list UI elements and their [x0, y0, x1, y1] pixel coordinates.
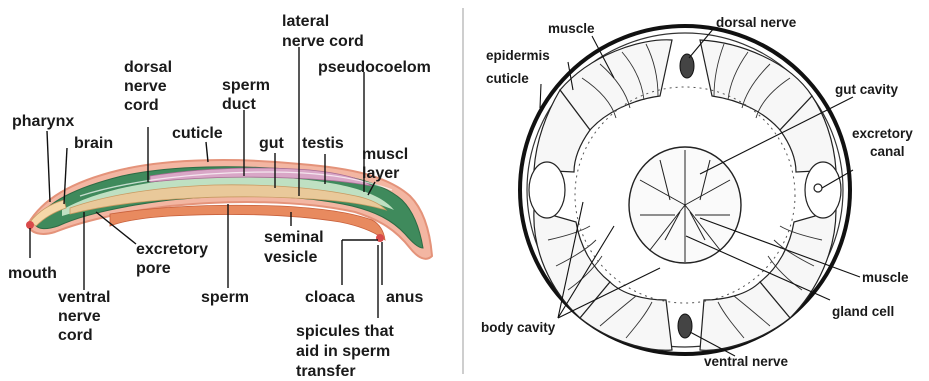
label-seminal-vesicle-line2: vesicle: [264, 249, 317, 266]
label-epidermis: epidermis: [486, 48, 550, 63]
cross-excretory-canal-left: [529, 162, 565, 218]
label-gut: gut: [259, 135, 285, 152]
label-excretory-canal-line2: canal: [870, 144, 905, 159]
label-sperm-duct-line2: duct: [222, 96, 256, 113]
label-ventral-nerve-cord-line2: nerve: [58, 308, 101, 325]
cross-section-panel: muscle dorsal nerve epidermis cuticle gu…: [481, 15, 913, 369]
label-dorsal-nerve: dorsal nerve: [716, 15, 797, 30]
label-excretory-pore-line1: excretory: [136, 241, 208, 258]
label-sperm: sperm: [201, 289, 249, 306]
label-testis: testis: [302, 135, 344, 152]
label-muscle-layer-line2: layer: [362, 165, 399, 182]
label-brain: brain: [74, 135, 113, 152]
longitudinal-section-panel: pharynx brain mouth ventral nerve cord d…: [8, 13, 432, 380]
label-gland-cell: gland cell: [832, 304, 894, 319]
label-dorsal-nerve-cord-line2: nerve: [124, 78, 167, 95]
label-cuticle: cuticle: [172, 125, 223, 142]
label-sperm-duct-line1: sperm: [222, 77, 270, 94]
label-ventral-nerve-cord-line1: ventral: [58, 289, 110, 306]
label-seminal-vesicle-line1: seminal: [264, 229, 324, 246]
label-muscle-layer-line1: muscl: [362, 146, 408, 163]
label-cross-muscle-top: muscle: [548, 21, 595, 36]
label-cross-muscle-right: muscle: [862, 270, 909, 285]
label-pseudocoelom: pseudocoelom: [318, 59, 431, 76]
worm-mouth: [26, 221, 34, 229]
label-anus: anus: [386, 289, 423, 306]
cross-dorsal-nerve: [680, 54, 694, 78]
label-lateral-nerve-cord-line2: nerve cord: [282, 33, 364, 50]
worm-spicule: [376, 234, 384, 242]
label-body-cavity: body cavity: [481, 320, 556, 335]
label-spicules-line1: spicules that: [296, 323, 394, 340]
label-excretory-canal-line1: excretory: [852, 126, 913, 141]
label-cloaca: cloaca: [305, 289, 355, 306]
label-pharynx: pharynx: [12, 113, 74, 130]
label-dorsal-nerve-cord-line1: dorsal: [124, 59, 172, 76]
label-lateral-nerve-cord-line1: lateral: [282, 13, 329, 30]
cross-section-body: [520, 26, 850, 354]
label-spicules-line2: aid in sperm: [296, 343, 390, 360]
label-cross-cuticle: cuticle: [486, 71, 529, 86]
label-spicules-line3: transfer: [296, 363, 356, 380]
cross-ventral-nerve: [678, 314, 692, 338]
label-dorsal-nerve-cord-line3: cord: [124, 97, 159, 114]
cross-excretory-canal-right: [805, 162, 841, 218]
label-mouth: mouth: [8, 265, 57, 282]
label-gut-cavity: gut cavity: [835, 82, 899, 97]
label-ventral-nerve: ventral nerve: [704, 354, 789, 369]
label-ventral-nerve-cord-line3: cord: [58, 327, 93, 344]
label-excretory-pore-line2: pore: [136, 260, 171, 277]
